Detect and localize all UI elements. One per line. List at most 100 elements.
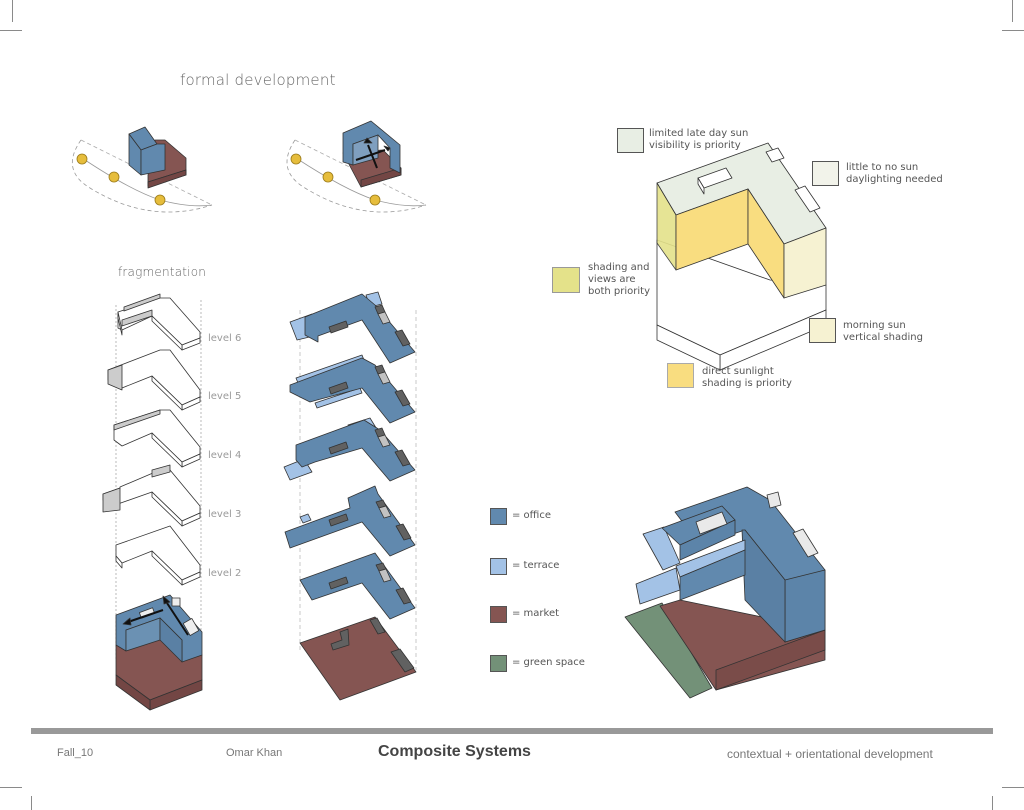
sun-path-diagram-2	[286, 120, 427, 213]
note-direct-sun: direct sunlight shading is priority	[702, 366, 792, 390]
rooftop-unit	[695, 511, 728, 535]
swatch-morning-sun	[809, 318, 836, 343]
rooftop-unit	[794, 185, 821, 213]
sun-icon	[322, 171, 334, 183]
footer-subtitle: contextual + orientational development	[727, 747, 933, 761]
core	[377, 434, 391, 448]
market-floor	[299, 616, 417, 701]
fragmentation-title: fragmentation	[118, 265, 207, 279]
note-line: shading is priority	[702, 378, 792, 389]
base-plinth-side	[656, 324, 721, 371]
core	[395, 523, 412, 541]
core	[390, 648, 415, 673]
office-floor	[299, 552, 416, 620]
sun-arc-dashed	[72, 139, 213, 213]
crop-mark	[992, 796, 993, 810]
crop-mark	[0, 787, 22, 788]
program-plate-level-3	[284, 485, 416, 557]
note-line: visibility is priority	[649, 140, 741, 151]
crop-mark	[1012, 0, 1013, 22]
level-plate-4	[113, 409, 201, 468]
program-plate-level-6	[289, 291, 416, 364]
legend-swatch-terrace	[490, 558, 507, 575]
note-no-sun: little to no sun daylighting needed	[846, 162, 943, 186]
ground-floor-mass	[115, 594, 203, 711]
legend-label-market: = market	[512, 608, 560, 619]
terrace	[314, 387, 363, 409]
legend-label-office: = office	[512, 510, 551, 521]
core	[330, 628, 350, 651]
footer-divider	[31, 728, 993, 734]
swatch-late-day	[617, 128, 644, 153]
note-shading-views: shading and views are both priority	[588, 262, 650, 298]
swatch-direct-sun	[667, 363, 694, 388]
crop-mark	[0, 30, 22, 31]
core	[378, 505, 392, 519]
core	[394, 449, 411, 467]
rooftop-unit	[792, 528, 819, 558]
arrow-head	[122, 617, 132, 626]
core	[328, 320, 349, 334]
level-plate-2	[115, 525, 201, 586]
office-mass-inner-side	[159, 617, 183, 663]
core	[394, 329, 411, 347]
note-morning-sun: morning sun vertical shading	[843, 320, 923, 344]
axis-arrow	[164, 599, 189, 636]
core	[377, 371, 391, 385]
core	[328, 441, 349, 455]
program-plate-ground	[299, 616, 417, 701]
swatch-shading-views	[552, 267, 580, 293]
core	[328, 513, 349, 527]
office-tower-side	[140, 143, 166, 176]
crop-mark	[31, 796, 32, 810]
terrace	[299, 513, 312, 524]
facade-morning-sun	[783, 227, 827, 299]
note-line: both priority	[588, 286, 650, 297]
terrace-lower	[635, 567, 681, 605]
office-slab	[679, 549, 746, 601]
note-line: limited late day sun	[649, 128, 749, 139]
sun-icon	[154, 194, 166, 206]
rooftop-unit	[171, 597, 181, 607]
legend-swatch-green-space	[490, 655, 507, 672]
legend-label-terrace: = terrace	[512, 560, 560, 571]
rooftop-unit-side	[697, 177, 705, 195]
market-block-side	[360, 167, 402, 188]
note-line: direct sunlight	[702, 366, 774, 377]
core	[394, 389, 411, 407]
sun-study-massing	[656, 142, 827, 371]
market-block-side	[147, 169, 187, 189]
level-label: level 6	[208, 333, 242, 344]
sun-path-diagram-1	[72, 126, 213, 213]
footer-author: Omar Khan	[226, 747, 283, 759]
footer-semester: Fall_10	[57, 747, 94, 759]
office-slab-front	[679, 519, 736, 561]
footer-title: Composite Systems	[378, 743, 531, 760]
green-space	[624, 602, 713, 699]
legend-swatch-market	[490, 606, 507, 623]
core	[369, 617, 386, 635]
level-plate-3	[102, 464, 201, 527]
axis-arrow	[127, 609, 164, 623]
axis-arrow	[355, 149, 386, 161]
legend-swatch-office	[490, 508, 507, 525]
crop-mark	[1002, 787, 1024, 788]
legend-label-green-space: = green space	[512, 657, 585, 668]
sun-arc-dashed	[286, 139, 427, 213]
program-plate-level-4	[283, 417, 416, 482]
core	[328, 381, 349, 395]
note-line: views are	[588, 274, 636, 285]
formal-development-title: formal development	[180, 71, 336, 89]
market-base-side	[115, 674, 151, 711]
office-floor	[295, 419, 416, 482]
note-line: morning sun	[843, 320, 906, 331]
office-floor	[304, 293, 416, 364]
note-line: little to no sun	[846, 162, 919, 173]
rooftop-unit	[765, 147, 785, 163]
level-label: level 2	[208, 568, 242, 579]
rooftop-unit	[182, 618, 200, 636]
sun-icon	[76, 153, 88, 165]
market-plinth-front	[715, 629, 826, 691]
terrace-upper	[642, 526, 681, 571]
